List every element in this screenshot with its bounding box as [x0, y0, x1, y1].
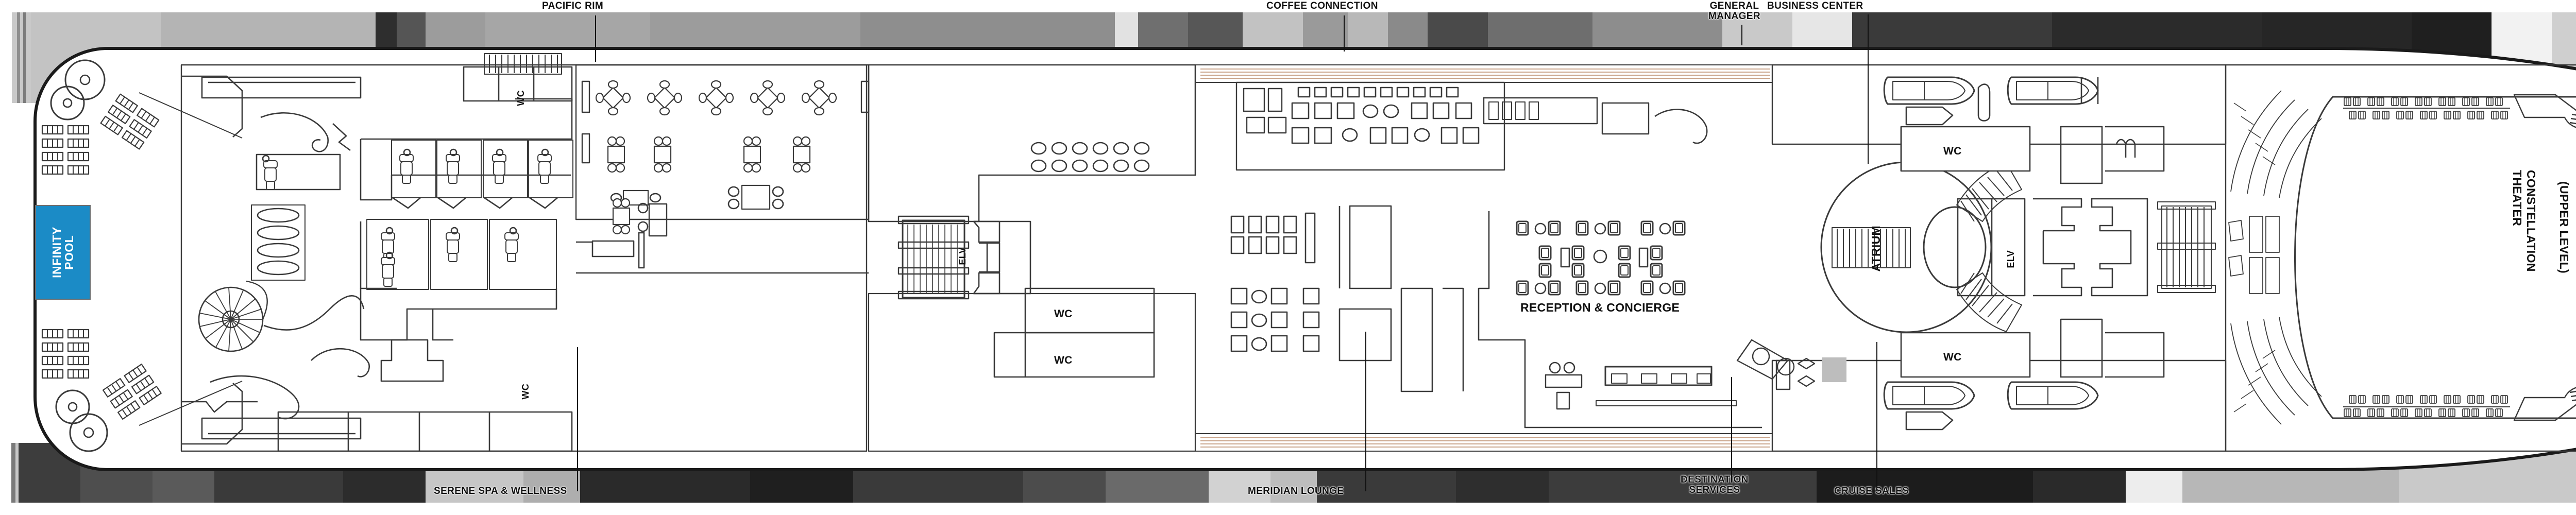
- callout-general-manager[interactable]: GENERAL MANAGER: [1708, 1, 1760, 22]
- plan-label-wc-spa-upper: WC: [516, 90, 526, 106]
- background-band: [0, 12, 12, 103]
- background-band: [12, 12, 17, 103]
- infinity-pool-label: INFINITY POOL: [49, 227, 76, 278]
- plan-label-theater-upper-level: (UPPER LEVEL): [2557, 181, 2571, 273]
- background-band: [0, 443, 11, 503]
- plan-label-elevator-atrium: ELV: [2006, 250, 2016, 268]
- callout-coffee-connection[interactable]: COFFEE CONNECTION: [1266, 1, 1378, 11]
- background-band: [15, 443, 19, 503]
- background-band: [20, 12, 23, 103]
- background-band: [26, 12, 31, 103]
- plan-label-reception-concierge: RECEPTION & CONCIERGE: [1520, 301, 1680, 314]
- callout-pacific-rim[interactable]: PACIFIC RIM: [542, 1, 604, 11]
- plan-label-wc-midship-lower: WC: [1054, 354, 1073, 366]
- leader-line-business-center: [1868, 14, 1869, 164]
- plan-label-wc-forward-upper: WC: [1943, 145, 1962, 157]
- background-band: [11, 443, 15, 503]
- leader-line-destination-services: [1731, 377, 1732, 480]
- leader-line-cruise-sales: [1876, 342, 1877, 491]
- infinity-pool-area[interactable]: INFINITY POOL: [35, 205, 91, 300]
- plan-label-elevator-midship: ELV: [957, 247, 968, 265]
- leader-line-meridian-lounge: [1365, 332, 1366, 491]
- callout-cruise-sales[interactable]: CRUISE SALES: [1834, 486, 1909, 496]
- ship-hull-outline: [31, 45, 2576, 473]
- leader-line-coffee-connection: [1344, 15, 1345, 52]
- background-band: [23, 12, 26, 103]
- callout-destination-services[interactable]: DESTINATION SERVICES: [1681, 474, 1749, 495]
- leader-line-general-manager: [1741, 25, 1742, 45]
- background-band: [16, 12, 20, 103]
- plan-label-wc-spa-lower: WC: [520, 384, 531, 400]
- leader-line-serene-spa-wellness: [577, 347, 578, 491]
- plan-label-constellation-theater: CONSTELLATION THEATER: [2511, 170, 2538, 272]
- callout-meridian-lounge[interactable]: MERIDIAN LOUNGE: [1248, 486, 1344, 496]
- callout-serene-spa-wellness[interactable]: SERENE SPA & WELLNESS: [434, 486, 567, 496]
- leader-line-pacific-rim: [595, 15, 596, 62]
- callout-business-center[interactable]: BUSINESS CENTER: [1767, 1, 1863, 11]
- plan-label-atrium: ATRIUM: [1869, 226, 1883, 272]
- plan-label-wc-midship-upper: WC: [1054, 308, 1073, 320]
- plan-label-wc-forward-lower: WC: [1943, 351, 1962, 363]
